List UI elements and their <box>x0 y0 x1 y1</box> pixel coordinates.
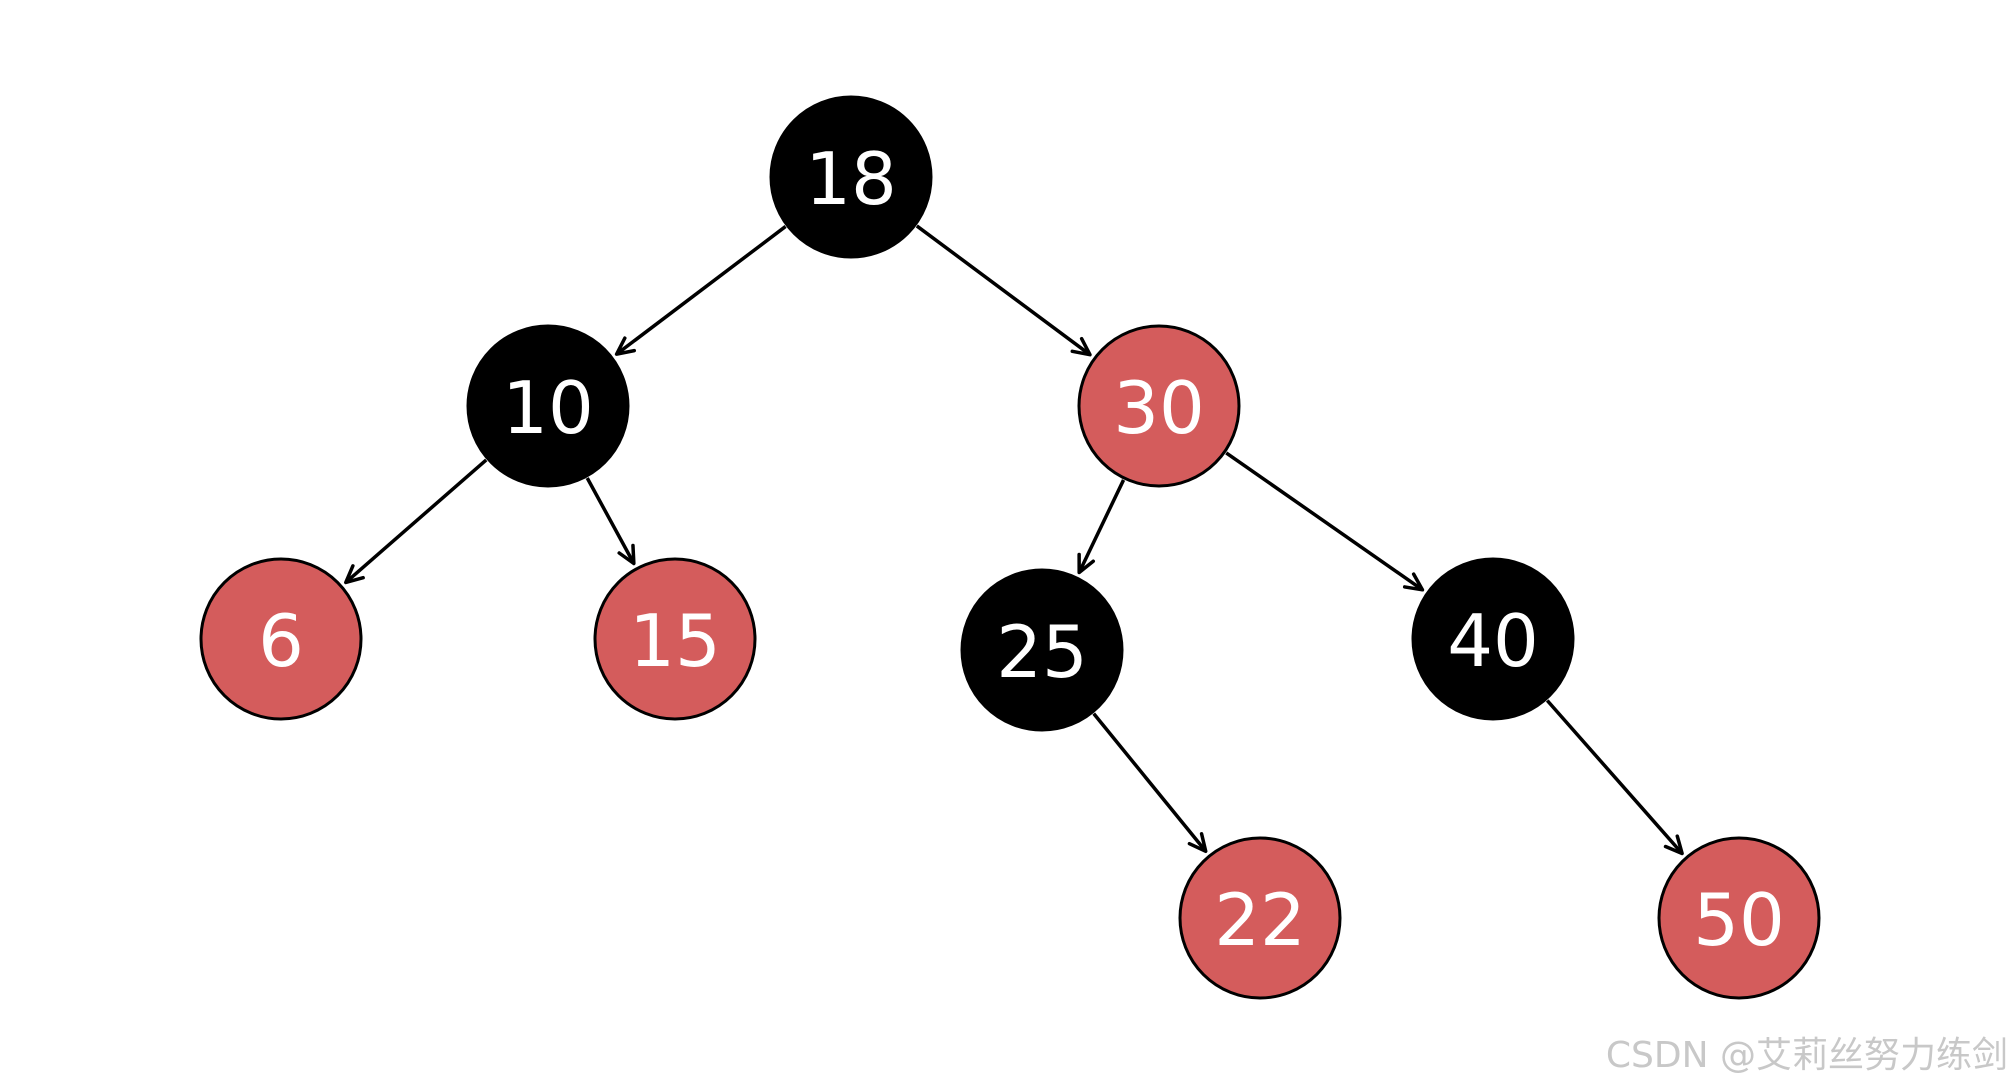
node-circle-black <box>466 324 630 488</box>
tree-node-50: 50 <box>1657 836 1821 1000</box>
edges-layer <box>344 224 1684 856</box>
edge-line <box>1077 479 1126 574</box>
node-circle-red <box>593 557 757 721</box>
arrow-head-icon <box>1663 834 1684 856</box>
node-circle-red <box>199 557 363 721</box>
node-label: 22 <box>1214 878 1306 962</box>
tree-node-15: 15 <box>593 557 757 721</box>
node-circle-black <box>769 95 933 259</box>
edge-30-to-40 <box>1225 451 1425 592</box>
tree-node-10: 10 <box>466 324 630 488</box>
edge-40-to-50 <box>1545 699 1684 856</box>
node-circle-red <box>1077 324 1241 488</box>
arrow-head-icon <box>1402 572 1425 592</box>
node-circle-red <box>1178 836 1342 1000</box>
edge-line <box>585 477 636 565</box>
edge-line <box>1545 699 1684 855</box>
arrow-head-icon <box>1077 552 1096 575</box>
edge-18-to-30 <box>915 224 1092 357</box>
tree-node-30: 30 <box>1077 324 1241 488</box>
edge-line <box>344 458 488 584</box>
node-label: 30 <box>1113 366 1205 450</box>
arrow-head-icon <box>1070 336 1092 357</box>
node-label: 18 <box>805 137 897 221</box>
arrow-head-icon <box>614 336 637 356</box>
node-label: 40 <box>1447 599 1539 683</box>
edge-25-to-22 <box>1092 712 1208 854</box>
arrow-head-icon <box>617 543 636 566</box>
tree-node-18: 18 <box>769 95 933 259</box>
node-label: 25 <box>996 610 1088 694</box>
edge-10-to-15 <box>585 477 636 566</box>
node-label: 15 <box>629 599 721 683</box>
edge-10-to-6 <box>344 458 488 585</box>
arrow-head-icon <box>1187 832 1208 854</box>
node-label: 6 <box>258 599 304 683</box>
edge-line <box>915 224 1092 357</box>
node-circle-red <box>1657 836 1821 1000</box>
watermark-text: CSDN @艾莉丝努力练剑 <box>1605 1035 2008 1076</box>
node-label: 50 <box>1693 878 1785 962</box>
edge-line <box>1092 712 1208 853</box>
node-label: 10 <box>502 366 594 450</box>
node-circle-black <box>1411 557 1575 721</box>
tree-node-6: 6 <box>199 557 363 721</box>
tree-node-40: 40 <box>1411 557 1575 721</box>
edge-30-to-25 <box>1077 479 1126 575</box>
edge-line <box>1225 451 1424 592</box>
edge-line <box>615 225 787 356</box>
tree-node-22: 22 <box>1178 836 1342 1000</box>
node-circle-black <box>960 568 1124 732</box>
nodes-layer: 18 10 30 6 15 25 40 22 50 <box>199 95 1821 1000</box>
edge-18-to-10 <box>614 225 787 356</box>
tree-node-25: 25 <box>960 568 1124 732</box>
arrow-head-icon <box>344 564 365 585</box>
